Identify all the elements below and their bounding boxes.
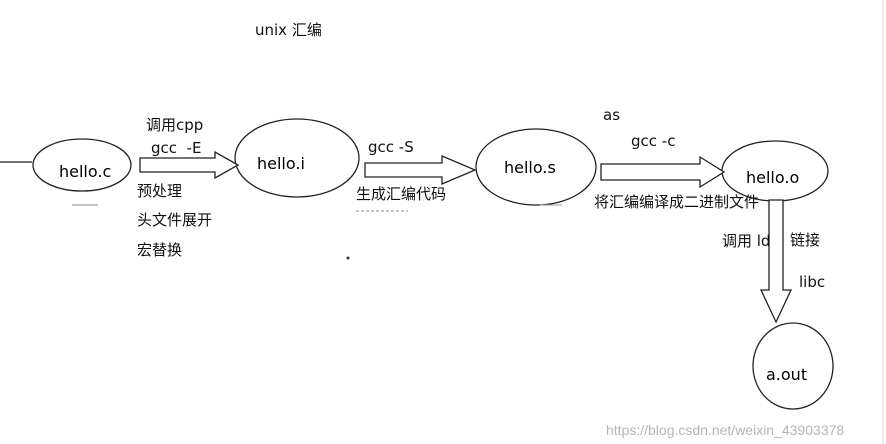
- arrow-c-to-i: [139, 150, 240, 180]
- assemble-tool-label: as: [603, 106, 621, 124]
- node-hello-s-ellipse: [475, 128, 597, 206]
- watermark-url: https://blog.csdn.net/weixin_43903378: [606, 422, 845, 438]
- compile-command-label: gcc -S: [368, 138, 414, 156]
- link-note-label: 链接: [790, 231, 821, 249]
- node-a-out-label: a.out: [766, 365, 808, 384]
- node-hello-c-label: hello.c: [59, 162, 112, 181]
- link-tool-label: 调用 ld: [722, 232, 771, 250]
- arrow-i-to-s: [364, 155, 477, 185]
- node-hello-i-label: hello.i: [257, 154, 305, 173]
- assemble-note-label: 将汇编编译成二进制文件: [594, 193, 760, 211]
- node-hello-o-label: hello.o: [746, 168, 800, 187]
- preprocess-note-2: 头文件展开: [137, 211, 213, 229]
- assemble-command-label: gcc -c: [631, 132, 676, 150]
- arrow-o-to-aout: [759, 199, 793, 324]
- compile-note-label: 生成汇编代码: [356, 185, 447, 203]
- preprocess-note-1: 预处理: [137, 182, 183, 200]
- node-hello-i-ellipse: [234, 118, 360, 198]
- preprocess-command-label: gcc -E: [151, 139, 202, 157]
- artifact-dot: [346, 256, 350, 260]
- arrow-s-to-o: [600, 155, 726, 189]
- node-hello-s-label: hello.s: [504, 158, 556, 177]
- link-library-label: libc: [799, 273, 826, 291]
- node-hello-c-ellipse: [32, 138, 132, 192]
- node-a-out-ellipse: [752, 322, 834, 410]
- preprocess-note-3: 宏替换: [137, 241, 183, 259]
- diagram-title: unix 汇编: [255, 21, 322, 39]
- preprocess-tool-label: 调用cpp: [146, 116, 204, 134]
